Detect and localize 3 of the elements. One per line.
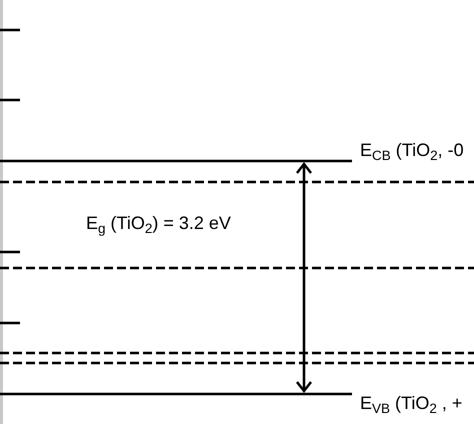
level-label: E$_{VB}$ (TiO$_{2}$ , +	[360, 393, 462, 414]
band-gap-label: E$_{g}$ (TiO$_{2}$) = 3.2 eV	[86, 213, 231, 234]
level-label: E$_{CB}$ (TiO$_{2}$, -0	[360, 140, 464, 161]
